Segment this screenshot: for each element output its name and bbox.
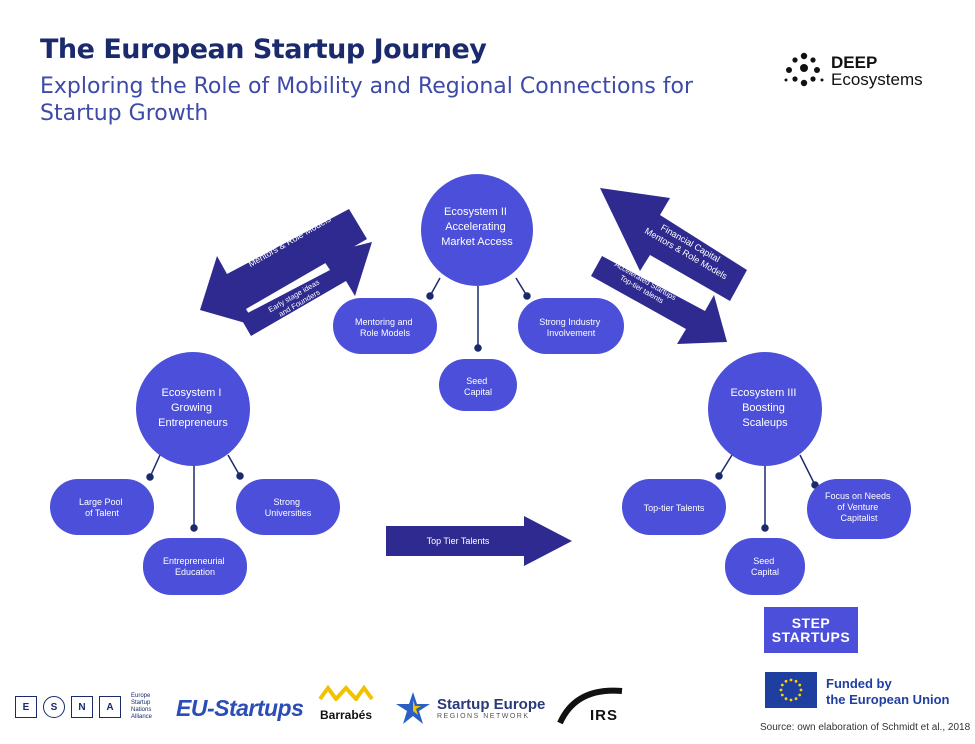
eu-line1: Funded by <box>826 676 892 691</box>
dots-icon <box>784 52 824 87</box>
eu-line2: the European Union <box>826 692 950 707</box>
flow-label-bottom: Top Tier Talents <box>427 536 490 546</box>
ecosystem-iii-circle <box>708 352 822 466</box>
feature-label-universities: Strong Universities <box>265 497 312 518</box>
page-subtitle: Exploring the Role of Mobility and Regio… <box>40 74 694 126</box>
esna-letter: E <box>15 696 37 718</box>
ecosystem-iii-label: Ecosystem III Boosting Scaleups <box>730 387 799 429</box>
arrow-left-top <box>200 209 367 326</box>
feature-mentoring <box>333 298 437 354</box>
feature-label-seed-iii: Seed Capital <box>751 556 779 577</box>
eu-startups-logo: EU-Startups <box>176 695 304 721</box>
feature-label-industry: Strong Industry Involvement <box>539 317 603 338</box>
barrabes-name: Barrabés <box>319 708 373 722</box>
ecosystem-ii-circle <box>421 174 533 286</box>
esna-letter: S <box>43 696 65 718</box>
star-icon <box>396 692 430 724</box>
feature-label-seed-ii: Seed Capital <box>464 376 492 397</box>
feature-label-education: Entrepreneurial Education <box>163 556 227 577</box>
ecosystem-i-label: Ecosystem I Growing Entrepreneurs <box>158 387 228 429</box>
eco3-connectors <box>715 454 819 532</box>
barrabes-logo: Barrabés <box>318 684 374 722</box>
arrow-right-top <box>600 188 747 301</box>
feature-industry-involvement <box>518 298 624 354</box>
arrow-left-bottom <box>240 242 372 336</box>
step-line1: STEP <box>791 615 831 631</box>
ecosystem-i-circle <box>136 352 250 466</box>
irs-arc-icon <box>557 687 623 725</box>
feature-seed-capital-iii <box>725 538 805 595</box>
page-title: The European Startup Journey <box>40 34 487 65</box>
arrow-bottom <box>386 516 572 566</box>
se-subtitle: REGIONS NETWORK <box>437 713 530 720</box>
brand-name: DEEP <box>831 53 878 72</box>
eu-funding-text: Funded by the European Union <box>826 676 950 708</box>
feature-label-mentoring: Mentoring and Role Models <box>355 317 415 338</box>
esna-letter: A <box>99 696 121 718</box>
source-note: Source: own elaboration of Schmidt et al… <box>760 722 971 733</box>
startup-europe-logo: Startup Europe REGIONS NETWORK <box>395 690 545 726</box>
feature-label-vc-needs: Focus on Needs of Venture Capitalist <box>825 491 893 523</box>
eco2-connectors <box>426 277 531 352</box>
brand-subname: Ecosystems <box>831 70 923 89</box>
eu-flag-icon <box>765 672 817 708</box>
feature-seed-capital-ii <box>439 359 517 411</box>
feature-strong-universities <box>236 479 340 535</box>
irs-logo: IRS <box>590 707 619 724</box>
feature-vc-needs <box>807 479 911 539</box>
feature-top-tier-talents <box>622 479 726 535</box>
feature-label-top-tier: Top-tier Talents <box>644 503 705 513</box>
step-line2: STARTUPS <box>771 629 851 645</box>
deep-ecosystems-logo: DEEP Ecosystems <box>783 50 923 92</box>
se-name: Startup Europe <box>437 696 546 713</box>
feature-label-large-pool: Large Pool of Talent <box>79 497 125 518</box>
step-startups-logo: STEP STARTUPS <box>764 607 858 653</box>
feature-entrepreneurial-education <box>143 538 247 595</box>
barrabes-mark-icon <box>318 684 374 703</box>
arrow-right-bottom <box>591 256 727 344</box>
eco1-connectors <box>146 454 244 532</box>
ecosystem-ii-label: Ecosystem II Accelerating Market Access <box>441 206 513 248</box>
feature-large-pool <box>50 479 154 535</box>
esna-letter: N <box>71 696 93 718</box>
